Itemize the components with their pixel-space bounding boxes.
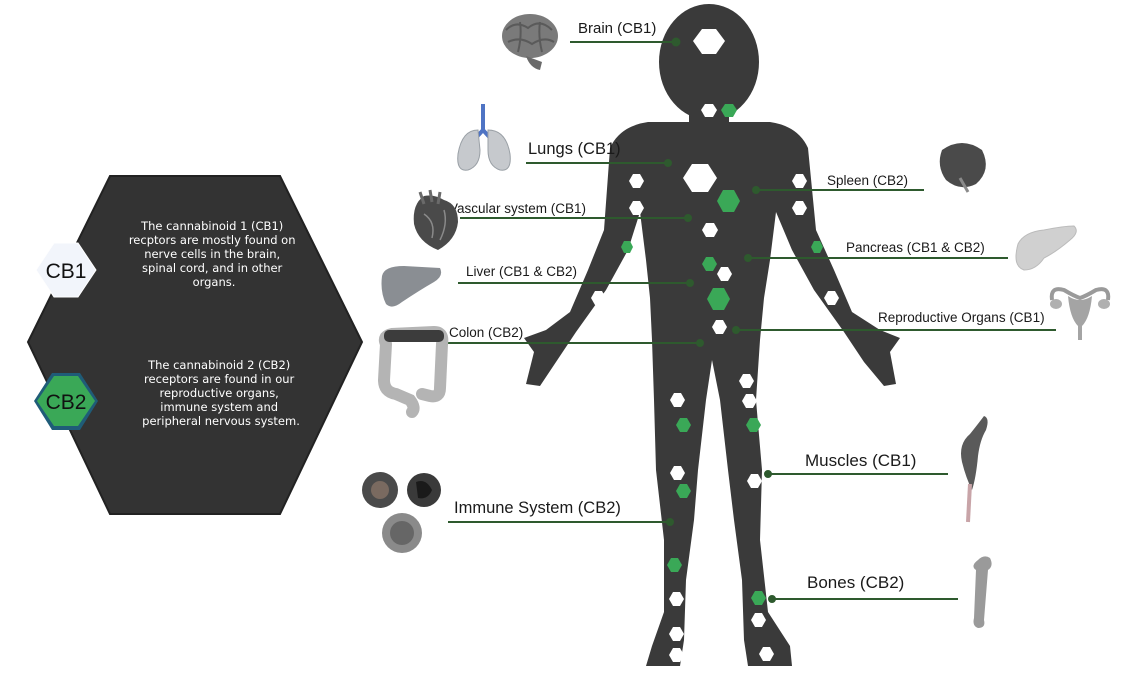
label-vascular: Vascular system (CB1) <box>449 201 586 216</box>
immune-cells-icon <box>362 472 441 553</box>
label-reproductive: Reproductive Organs (CB1) <box>878 310 1045 325</box>
leader-dot <box>765 471 771 477</box>
label-colon: Colon (CB2) <box>449 325 523 340</box>
cb1-description-line: spinal cord, and in other <box>142 261 283 275</box>
leader-dot <box>673 39 680 46</box>
heart-icon <box>414 190 458 250</box>
cb1-badge-label: CB1 <box>46 260 87 283</box>
leader-dot <box>745 255 751 261</box>
leader-dot <box>685 215 691 221</box>
liver-icon <box>382 266 442 307</box>
label-lungs: Lungs (CB1) <box>528 140 621 158</box>
legend-panel: CB1 CB2 The cannabinoid 1 (CB1) recptors… <box>28 176 362 514</box>
muscle-icon <box>961 416 988 522</box>
cb2-badge-label: CB2 <box>46 391 87 414</box>
brain-icon <box>502 14 558 70</box>
pancreas-icon <box>1016 226 1076 270</box>
cb2-description-line: peripheral nervous system. <box>142 414 300 428</box>
leader-dot <box>667 519 673 525</box>
label-pancreas: Pancreas (CB1 & CB2) <box>846 240 985 255</box>
label-immune: Immune System (CB2) <box>454 499 621 517</box>
uterus-icon <box>1050 289 1110 340</box>
cb2-description-line: immune system and <box>160 400 278 414</box>
cb1-description-line: organs. <box>193 275 236 289</box>
cb2-description: The cannabinoid 2 (CB2) receptors are fo… <box>142 358 300 428</box>
leader-dot <box>697 340 703 346</box>
colon-icon <box>384 330 444 412</box>
leader-dot <box>733 327 739 333</box>
cb1-description-line: recptors are mostly found on <box>129 233 296 247</box>
leader-dot <box>665 160 671 166</box>
label-muscles: Muscles (CB1) <box>805 451 916 470</box>
cb2-description-line: receptors are found in our <box>144 372 295 386</box>
lungs-icon <box>458 104 511 170</box>
cb1-description-line: The cannabinoid 1 (CB1) <box>140 219 283 233</box>
label-liver: Liver (CB1 & CB2) <box>466 264 577 279</box>
leader-dot <box>687 280 693 286</box>
label-spleen: Spleen (CB2) <box>827 173 908 188</box>
bone-icon <box>973 556 991 628</box>
leader-dot <box>769 596 775 602</box>
label-brain: Brain (CB1) <box>578 20 656 37</box>
cb1-description-line: nerve cells in the brain, <box>144 247 280 261</box>
cb2-description-line: The cannabinoid 2 (CB2) <box>147 358 290 372</box>
spleen-icon <box>940 143 986 192</box>
leader-dot <box>753 187 759 193</box>
cb2-description-line: reproductive organs, <box>159 386 278 400</box>
label-bones: Bones (CB2) <box>807 573 904 592</box>
human-body-silhouette <box>524 4 900 666</box>
